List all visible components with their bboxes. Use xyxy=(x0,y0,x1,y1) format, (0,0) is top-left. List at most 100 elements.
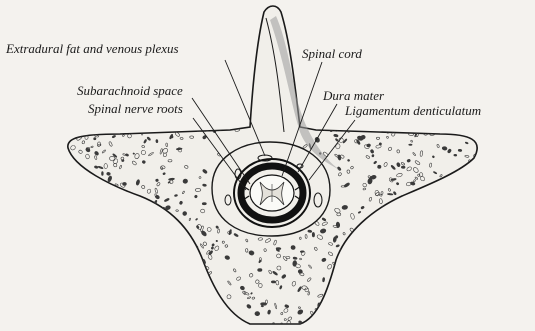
bone-speckle xyxy=(415,245,418,249)
bone-speckle xyxy=(417,318,422,323)
bone-speckle xyxy=(401,246,403,250)
bone-speckle xyxy=(150,268,157,275)
bone-speckle xyxy=(382,322,386,326)
bone-speckle xyxy=(430,318,435,321)
bone-speckle xyxy=(395,288,401,291)
bone-speckle xyxy=(199,305,202,309)
bone-speckle xyxy=(378,254,380,256)
bone-speckle xyxy=(355,287,358,292)
bone-speckle xyxy=(367,220,372,227)
bone-speckle xyxy=(106,220,110,225)
bone-speckle xyxy=(344,267,347,273)
bone-speckle xyxy=(69,320,75,324)
bone-speckle xyxy=(300,251,304,253)
bone-speckle xyxy=(149,264,154,269)
bone-speckle xyxy=(94,125,98,129)
bone-speckle xyxy=(454,244,459,248)
bone-speckle xyxy=(82,177,86,180)
bone-speckle xyxy=(382,238,388,242)
bone-speckle xyxy=(152,271,158,277)
bone-speckle xyxy=(456,188,461,193)
bone-speckle xyxy=(463,123,469,130)
bone-speckle xyxy=(153,240,158,246)
bone-speckle xyxy=(108,267,113,273)
bone-speckle xyxy=(370,310,375,313)
bone-speckle xyxy=(394,275,400,280)
bone-speckle xyxy=(60,215,64,219)
bone-speckle xyxy=(95,184,99,188)
bone-speckle xyxy=(75,237,77,239)
bone-speckle xyxy=(458,149,462,152)
bone-speckle xyxy=(468,241,472,245)
bone-speckle xyxy=(152,246,156,249)
bone-speckle xyxy=(131,284,135,287)
bone-speckle xyxy=(395,314,399,320)
bone-speckle xyxy=(258,268,263,271)
bone-speckle xyxy=(255,311,260,316)
bone-speckle xyxy=(433,216,435,219)
bone-speckle xyxy=(106,236,112,241)
bone-speckle xyxy=(77,206,82,210)
bone-speckle xyxy=(167,222,172,227)
bone-speckle xyxy=(112,128,115,131)
bone-speckle xyxy=(215,318,221,324)
bone-speckle xyxy=(92,181,98,186)
bone-speckle xyxy=(66,156,71,161)
bone-speckle xyxy=(432,244,435,247)
bone-speckle xyxy=(166,257,168,260)
bone-speckle xyxy=(184,268,188,272)
label-extradural-fat: Extradural fat and venous plexus xyxy=(6,42,179,55)
bone-speckle xyxy=(347,159,349,161)
bone-speckle xyxy=(367,318,371,322)
bone-speckle xyxy=(409,265,412,268)
bone-speckle xyxy=(71,310,75,314)
bone-speckle xyxy=(120,297,124,299)
bone-speckle xyxy=(118,196,122,199)
bone-speckle xyxy=(160,291,164,297)
bone-speckle xyxy=(380,231,385,236)
bone-speckle xyxy=(429,319,433,324)
bone-speckle xyxy=(137,299,141,304)
bone-speckle xyxy=(161,210,167,216)
bone-speckle xyxy=(465,208,468,212)
bone-speckle xyxy=(397,283,401,288)
bone-speckle xyxy=(61,243,64,248)
bone-speckle xyxy=(139,275,141,279)
bone-speckle xyxy=(350,275,354,279)
bone-speckle xyxy=(97,201,100,205)
bone-speckle xyxy=(160,253,164,258)
bone-speckle xyxy=(211,298,214,301)
bone-speckle xyxy=(84,306,90,312)
bone-speckle xyxy=(160,227,163,232)
bone-speckle xyxy=(463,245,466,248)
bone-speckle xyxy=(135,218,139,223)
bone-speckle xyxy=(144,207,149,212)
bone-speckle xyxy=(175,227,178,231)
bone-speckle xyxy=(401,320,407,325)
bone-speckle xyxy=(470,124,472,127)
bone-speckle xyxy=(133,216,138,218)
bone-speckle xyxy=(73,129,78,136)
bone-speckle xyxy=(112,188,116,193)
bone-speckle xyxy=(60,300,65,305)
bone-speckle xyxy=(400,220,403,224)
bone-speckle xyxy=(167,237,172,242)
bone-speckle xyxy=(467,181,470,183)
bone-speckle xyxy=(190,255,192,257)
bone-speckle xyxy=(394,288,397,291)
bone-speckle xyxy=(125,209,130,214)
bone-speckle xyxy=(92,265,97,270)
bone-speckle xyxy=(332,315,336,319)
bone-speckle xyxy=(98,272,103,276)
bone-speckle xyxy=(454,318,458,322)
bone-speckle xyxy=(192,292,196,296)
bone-speckle xyxy=(195,289,197,292)
bone-speckle xyxy=(154,231,159,236)
bone-speckle xyxy=(66,176,69,178)
bone-speckle xyxy=(135,254,139,258)
bone-speckle xyxy=(152,235,158,240)
bone-speckle xyxy=(189,128,195,131)
bone-speckle xyxy=(291,245,296,250)
bone-speckle xyxy=(466,224,470,228)
